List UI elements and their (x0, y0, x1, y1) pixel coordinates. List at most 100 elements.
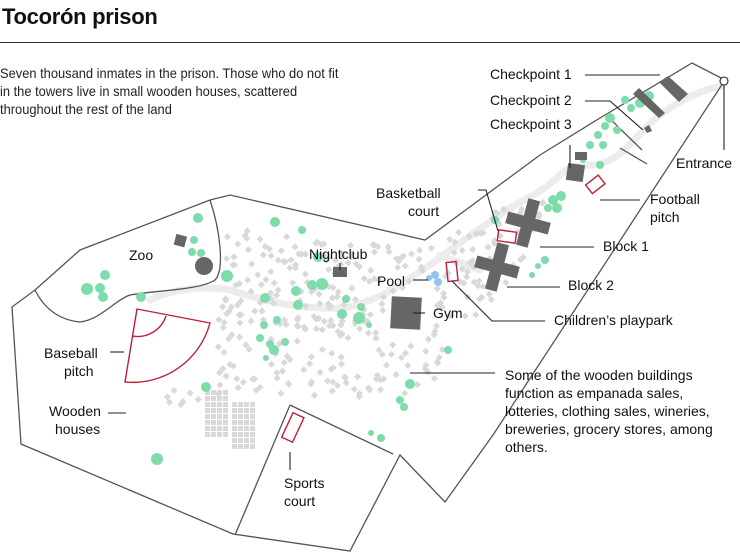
tree (368, 430, 374, 436)
wooden-house (325, 303, 333, 311)
wooden-house (217, 420, 222, 425)
wooden-house (163, 393, 171, 401)
wooden-house (267, 252, 275, 260)
wooden-house (237, 297, 245, 305)
wooden-house (223, 420, 228, 425)
wooden-house (370, 248, 378, 256)
wooden-house (283, 352, 291, 360)
wooden-house (344, 334, 352, 342)
wooden-house (232, 438, 237, 443)
wooden-house (475, 277, 483, 285)
wooden-house (301, 270, 309, 278)
wooden-house (312, 239, 320, 247)
wooden-house (234, 384, 242, 392)
tree (605, 113, 615, 123)
pool (426, 271, 442, 286)
tree (337, 309, 347, 319)
wooden-house (401, 389, 409, 397)
wooden-house (211, 426, 216, 431)
wooden-house (289, 279, 297, 287)
wooden-house (310, 391, 318, 399)
wooden-house (337, 360, 345, 368)
tree (256, 334, 264, 342)
wooden-house (485, 290, 493, 298)
wooden-house (463, 273, 471, 281)
wooden-houses-cluster (163, 199, 547, 449)
label-sports-2: court (284, 493, 315, 509)
wooden-house (325, 322, 333, 330)
wooden-house (222, 372, 230, 380)
wooden-house (385, 248, 393, 256)
wooden-house (325, 266, 333, 274)
wooden-house (250, 444, 255, 449)
wooden-house (250, 426, 255, 431)
tree (594, 131, 602, 139)
wooden-house (238, 402, 243, 407)
wooden-house (254, 271, 262, 279)
wooden-house (238, 420, 243, 425)
wooden-house (262, 276, 270, 284)
wooden-house (270, 279, 278, 287)
wooden-house (379, 306, 387, 314)
wooden-house (372, 334, 380, 342)
label-block1: Block 1 (603, 238, 649, 254)
wooden-house (451, 238, 459, 246)
label-baseball-1: Baseball (44, 345, 98, 361)
wooden-house (419, 267, 427, 275)
wooden-house (257, 281, 265, 289)
wooden-house (320, 317, 328, 325)
wooden-house (380, 293, 388, 301)
wooden-house (205, 414, 210, 419)
wooden-house (348, 284, 356, 292)
wooden-house (205, 402, 210, 407)
tree (396, 396, 404, 404)
gym-building (390, 296, 422, 330)
wooden-house (401, 349, 410, 357)
wooden-house (244, 402, 249, 407)
wooden-house (380, 375, 388, 383)
wooden-house (248, 260, 256, 268)
wooden-house (433, 322, 441, 330)
internal-road (146, 82, 726, 312)
buildings (173, 76, 688, 330)
wooden-house (259, 251, 267, 259)
wooden-house (223, 426, 228, 431)
wooden-house (518, 205, 526, 213)
wooden-house (274, 256, 282, 264)
tree (313, 252, 323, 262)
wooden-house (407, 250, 416, 258)
wooden-house (389, 287, 397, 295)
wooden-house (278, 367, 286, 375)
wooden-house (223, 408, 228, 413)
wooden-house (352, 260, 360, 268)
wooden-house (233, 375, 241, 383)
wooden-house (413, 381, 421, 389)
wooden-house (238, 414, 243, 419)
map-subtitle: Seven thousand inmates in the prison. Th… (0, 65, 339, 117)
wooden-house (356, 325, 364, 333)
tree (357, 303, 365, 311)
tree (400, 403, 408, 411)
label-childrens-playpark: Children’s playpark (554, 312, 674, 328)
zoo-building (173, 233, 188, 248)
tree (541, 256, 549, 264)
wooden-house (338, 317, 346, 325)
wooden-house (338, 250, 346, 258)
wooden-house (211, 414, 216, 419)
wooden-house (293, 322, 301, 330)
wooden-house (244, 432, 249, 437)
wooden-house (422, 347, 430, 355)
wooden-house (348, 250, 356, 258)
wooden-house (223, 233, 231, 241)
wooden-house (232, 408, 237, 413)
wooden-house (258, 307, 266, 315)
wooden-house (223, 402, 228, 407)
label-zoo: Zoo (129, 247, 153, 263)
wooden-house (350, 385, 358, 393)
wooden-house (232, 402, 237, 407)
wooden-house (435, 353, 443, 362)
wooden-house (341, 374, 349, 382)
wooden-house (292, 261, 300, 269)
wooden-house (238, 426, 243, 431)
wooden-house (217, 402, 222, 407)
